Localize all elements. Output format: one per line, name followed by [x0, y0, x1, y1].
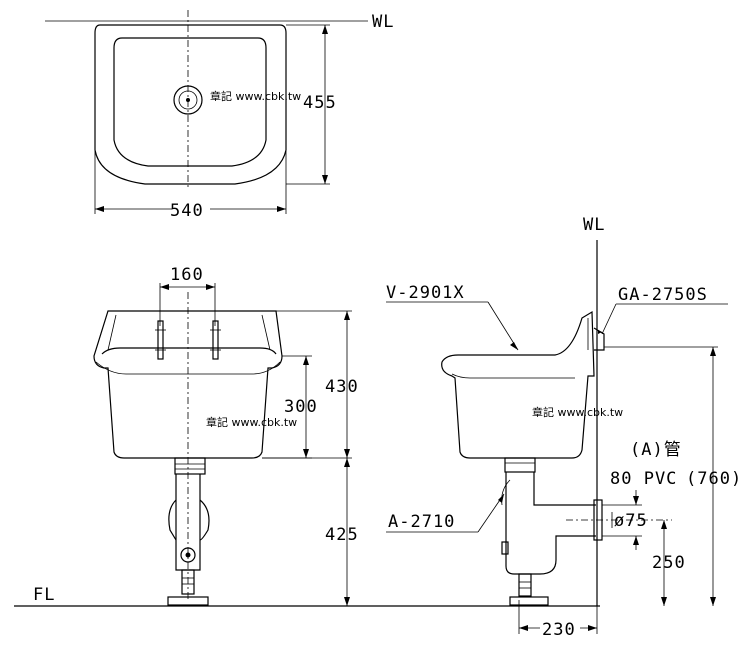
leader-arrow	[510, 342, 518, 350]
watermark-front: 章記 www.cbk.tw	[206, 415, 297, 429]
front-basin-outline	[93, 310, 283, 459]
mount-slot-left	[157, 320, 164, 360]
front-rim	[101, 347, 277, 355]
dim-425: 425	[325, 525, 359, 545]
dim-75: ø75	[614, 511, 648, 531]
side-trap-upper	[533, 472, 596, 506]
wl-label-top: WL	[372, 12, 394, 32]
label-pipe-a: (A)管	[630, 440, 682, 460]
side-leg	[518, 573, 532, 597]
side-cleanout	[501, 541, 509, 555]
dim-300: 300	[284, 397, 318, 417]
label-pipe-pvc: 80 PVC	[610, 469, 677, 489]
front-trap-bulge-right	[199, 499, 210, 541]
dim-230: 230	[542, 620, 576, 640]
top-view: WL 章記 www.cbk.tw 455 540	[45, 10, 394, 221]
dim-arrows	[661, 520, 667, 606]
basin-edge	[107, 314, 117, 351]
side-drain-flange	[504, 457, 536, 473]
top-view-inner-bowl	[113, 37, 267, 167]
side-trap-outline	[505, 472, 596, 575]
leader	[487, 301, 519, 351]
drain-outer	[173, 85, 203, 115]
front-rim-under	[95, 361, 281, 375]
dim-430: 430	[325, 377, 359, 397]
front-trap-bulge-left	[168, 499, 177, 541]
dim-arrows	[519, 625, 597, 631]
dim-160: 160	[170, 265, 204, 285]
front-drain-flange	[174, 457, 206, 475]
label-basin: V-2901X	[386, 283, 465, 303]
front-leg	[181, 569, 195, 595]
top-view-outer	[94, 24, 287, 185]
side-foot	[509, 596, 549, 606]
dim-arrows	[344, 311, 350, 606]
dim-455: 455	[303, 93, 337, 113]
label-trap: A-2710	[388, 512, 455, 532]
dim-760: (760)	[686, 469, 742, 489]
basin-edge	[261, 314, 271, 351]
cleanout-plug	[180, 547, 196, 563]
bracket-mark	[598, 330, 602, 334]
front-foot	[167, 596, 209, 606]
mount-slot-right	[212, 320, 219, 360]
side-view: WL 章記 www.cbk.tw V-2901X GA-2750S (760) …	[386, 215, 742, 640]
drain-inner	[178, 90, 198, 110]
side-rim-under	[451, 373, 575, 379]
watermark-side: 章記 www.cbk.tw	[532, 405, 623, 419]
leader-arrow	[498, 494, 504, 503]
front-view: 160 章記 www.cbk.tw 300	[93, 265, 359, 606]
side-basin-outline	[441, 310, 595, 459]
wl-label-side: WL	[583, 215, 605, 235]
fl-label: FL	[33, 585, 55, 605]
watermark-top: 章記 www.cbk.tw	[210, 89, 301, 103]
dim-250: 250	[652, 553, 686, 573]
dim-540: 540	[170, 201, 204, 221]
drain-center	[186, 98, 190, 102]
plug-center	[185, 552, 191, 558]
leader	[601, 303, 617, 335]
label-bracket: GA-2750S	[618, 285, 708, 305]
